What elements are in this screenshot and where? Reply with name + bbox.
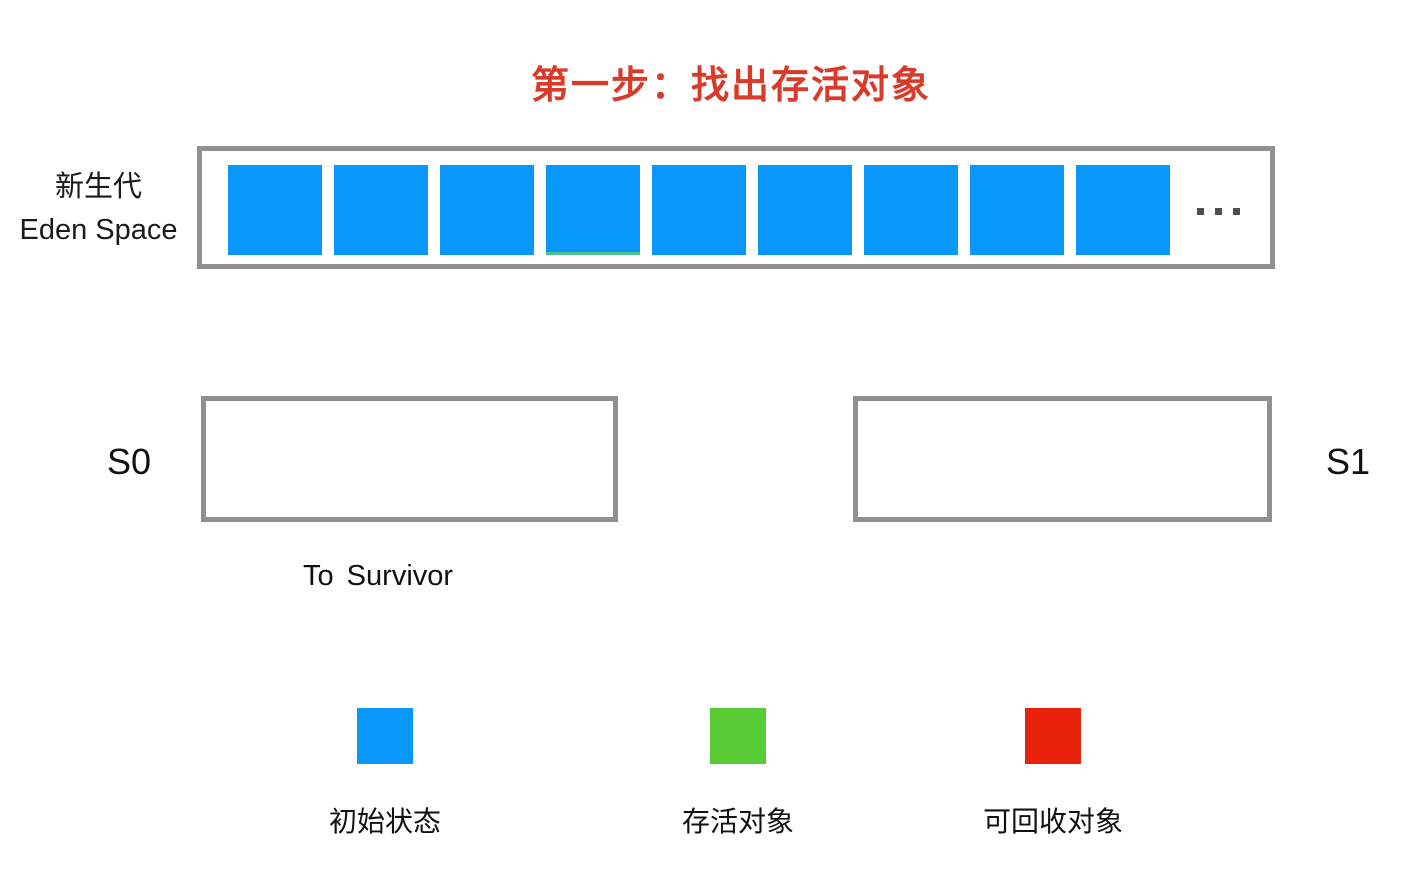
legend-color-swatch [710, 708, 766, 764]
ellipsis-dot [1197, 208, 1204, 215]
eden-space-container [197, 146, 1275, 269]
page-title: 第一步：找出存活对象 [530, 65, 931, 107]
eden-object-block [228, 165, 322, 255]
s1-label: S1 [1326, 441, 1371, 482]
legend-label: 可回收对象 [982, 806, 1123, 837]
s0-label: S0 [107, 441, 152, 482]
legend-color-swatch [357, 708, 413, 764]
eden-space-label-en: Eden Space [19, 214, 178, 246]
eden-object-block [546, 165, 640, 255]
eden-object-block [1076, 165, 1170, 255]
eden-object-block [334, 165, 428, 255]
ellipsis-icon [1197, 208, 1240, 215]
eden-space-label-cn: 新生代 [54, 171, 142, 203]
eden-object-block [970, 165, 1064, 255]
legend-item: 可回收对象 [973, 708, 1133, 840]
eden-object-block [440, 165, 534, 255]
legend-color-swatch [1025, 708, 1081, 764]
ellipsis-dot [1215, 208, 1222, 215]
legend-label: 初始状态 [328, 806, 441, 837]
s1-survivor-box [853, 396, 1272, 522]
eden-object-block [652, 165, 746, 255]
eden-object-block [864, 165, 958, 255]
ellipsis-dot [1233, 208, 1240, 215]
s0-survivor-box [201, 396, 618, 522]
legend-item: 存活对象 [658, 708, 818, 840]
eden-space-label: 新生代 Eden Space [0, 166, 197, 252]
legend-item: 初始状态 [305, 708, 465, 840]
to-survivor-caption: To Survivor [303, 560, 454, 592]
eden-object-block [758, 165, 852, 255]
legend-label: 存活对象 [681, 806, 794, 837]
